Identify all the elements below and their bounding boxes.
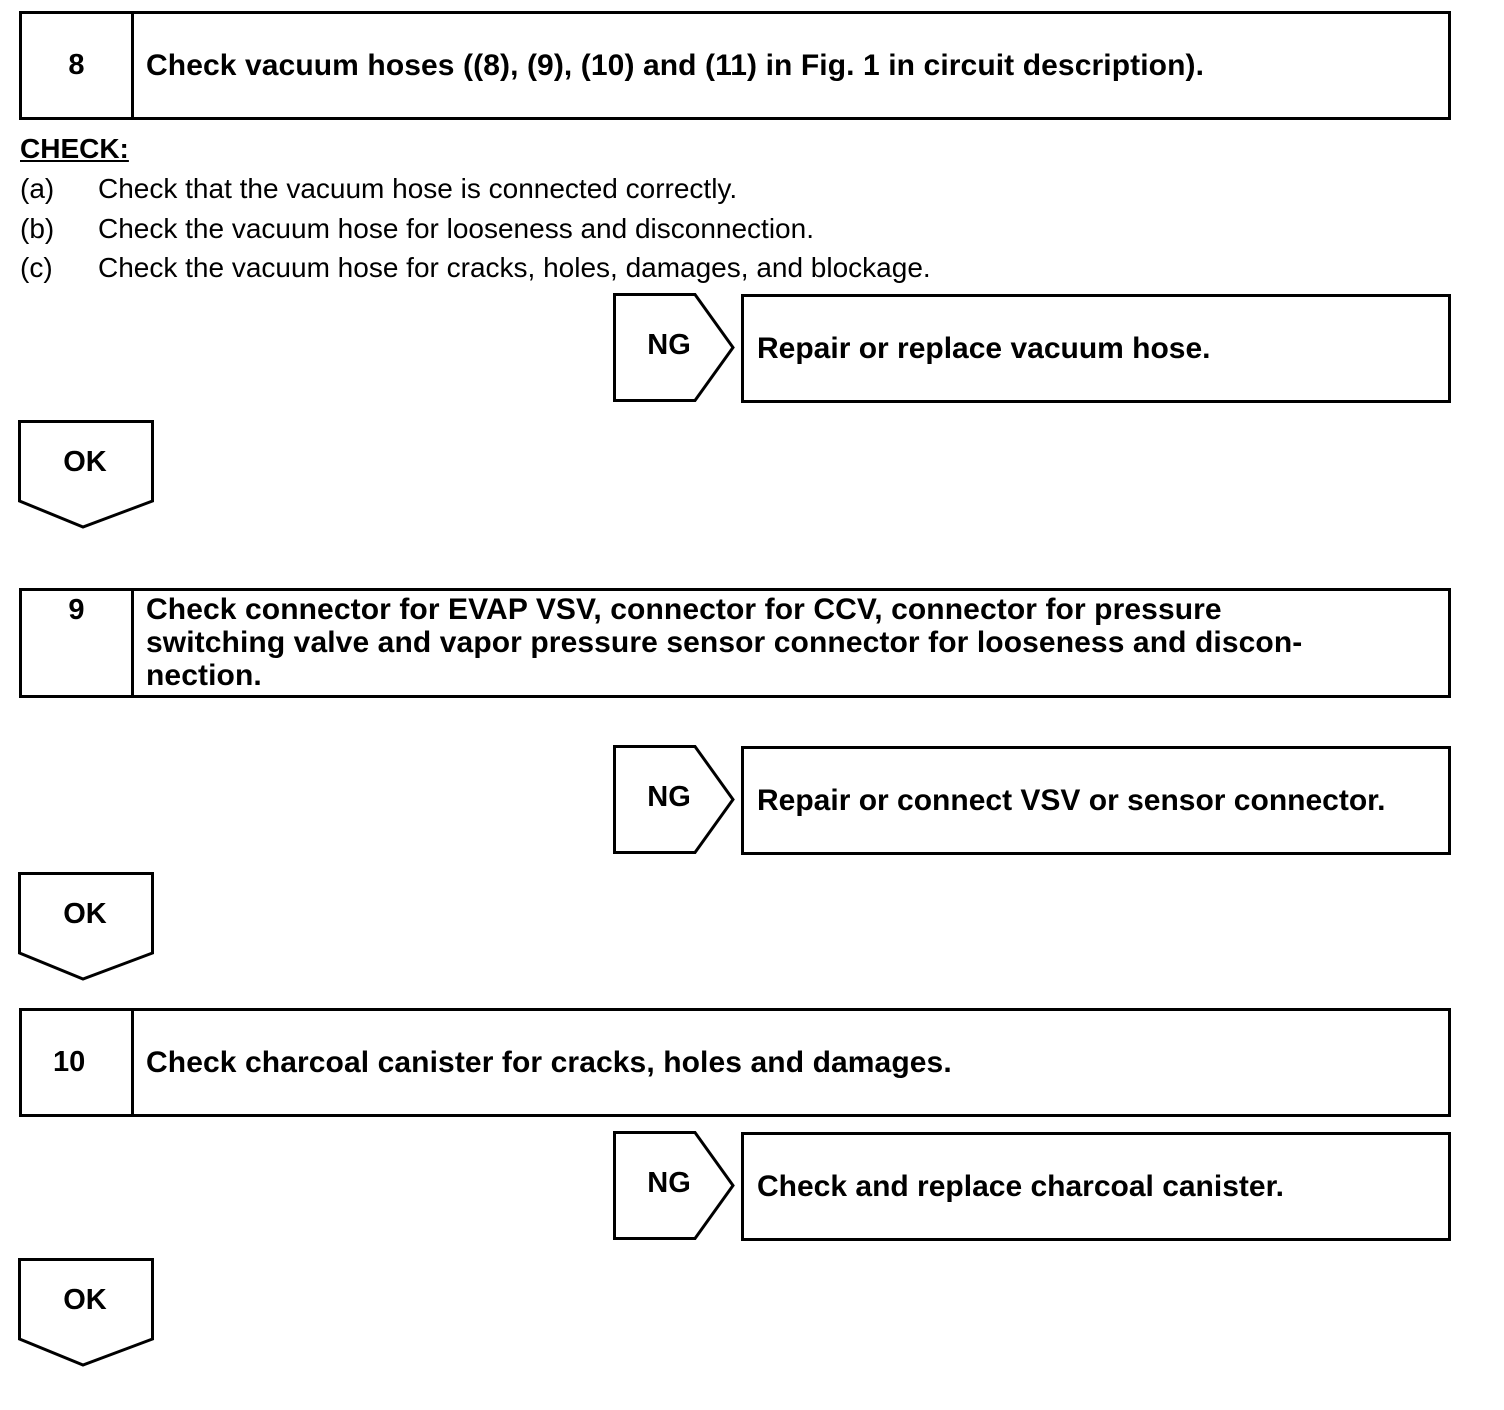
check-item-text: Check the vacuum hose for looseness and … [98, 213, 814, 244]
ok-branch-arrow: OK [17, 1258, 157, 1368]
step-title: Check connector for EVAP VSV, connector … [134, 591, 1448, 695]
ng-action-text: Repair or connect VSV or sensor connecto… [757, 783, 1386, 817]
step-title-line: Check connector for EVAP VSV, connector … [146, 593, 1222, 626]
right-arrow-shape-icon [613, 745, 735, 854]
step-10-header: 10 Check charcoal canister for cracks, h… [19, 1008, 1451, 1117]
step-title: Check charcoal canister for cracks, hole… [146, 1046, 952, 1079]
ng-label: NG [647, 329, 691, 361]
ok-label: OK [63, 898, 107, 930]
step-number: 9 [22, 591, 134, 695]
step-8-header: 8 Check vacuum hoses ((8), (9), (10) and… [19, 11, 1451, 120]
ng-label: NG [647, 1167, 691, 1199]
check-item-letter: (c) [20, 252, 53, 283]
ng-action-text: Repair or replace vacuum hose. [757, 331, 1211, 365]
ng-action-box: Repair or replace vacuum hose. [741, 294, 1451, 403]
right-arrow-shape-icon [613, 293, 735, 402]
ok-branch-arrow: OK [17, 420, 157, 530]
step-9-header: 9 Check connector for EVAP VSV, connecto… [19, 588, 1451, 698]
ok-branch-arrow: OK [17, 872, 157, 982]
check-heading: CHECK: [20, 133, 129, 164]
ng-branch-arrow: NG [613, 745, 737, 855]
ok-label: OK [63, 1284, 107, 1316]
step-number: 10 [22, 1011, 134, 1114]
down-arrow-shape-icon [18, 420, 154, 529]
ok-label: OK [63, 446, 107, 478]
ng-branch-arrow: NG [613, 1131, 737, 1241]
step-title-line: switching valve and vapor pressure senso… [146, 626, 1303, 659]
down-arrow-shape-icon [18, 872, 154, 981]
ng-action-box: Check and replace charcoal canister. [741, 1132, 1451, 1241]
right-arrow-shape-icon [613, 1131, 735, 1240]
ng-branch-arrow: NG [613, 293, 737, 403]
check-item-text: Check the vacuum hose for cracks, holes,… [98, 252, 931, 283]
check-item-letter: (b) [20, 213, 55, 244]
ng-action-box: Repair or connect VSV or sensor connecto… [741, 746, 1451, 855]
ng-label: NG [647, 781, 691, 813]
step-number: 8 [22, 14, 134, 117]
down-arrow-shape-icon [18, 1258, 154, 1367]
check-item-letter: (a) [20, 173, 55, 204]
ng-action-text: Check and replace charcoal canister. [757, 1169, 1284, 1203]
step-title-line: nection. [146, 659, 262, 692]
check-item-text: Check that the vacuum hose is connected … [98, 173, 738, 204]
step-title: Check vacuum hoses ((8), (9), (10) and (… [146, 49, 1205, 82]
